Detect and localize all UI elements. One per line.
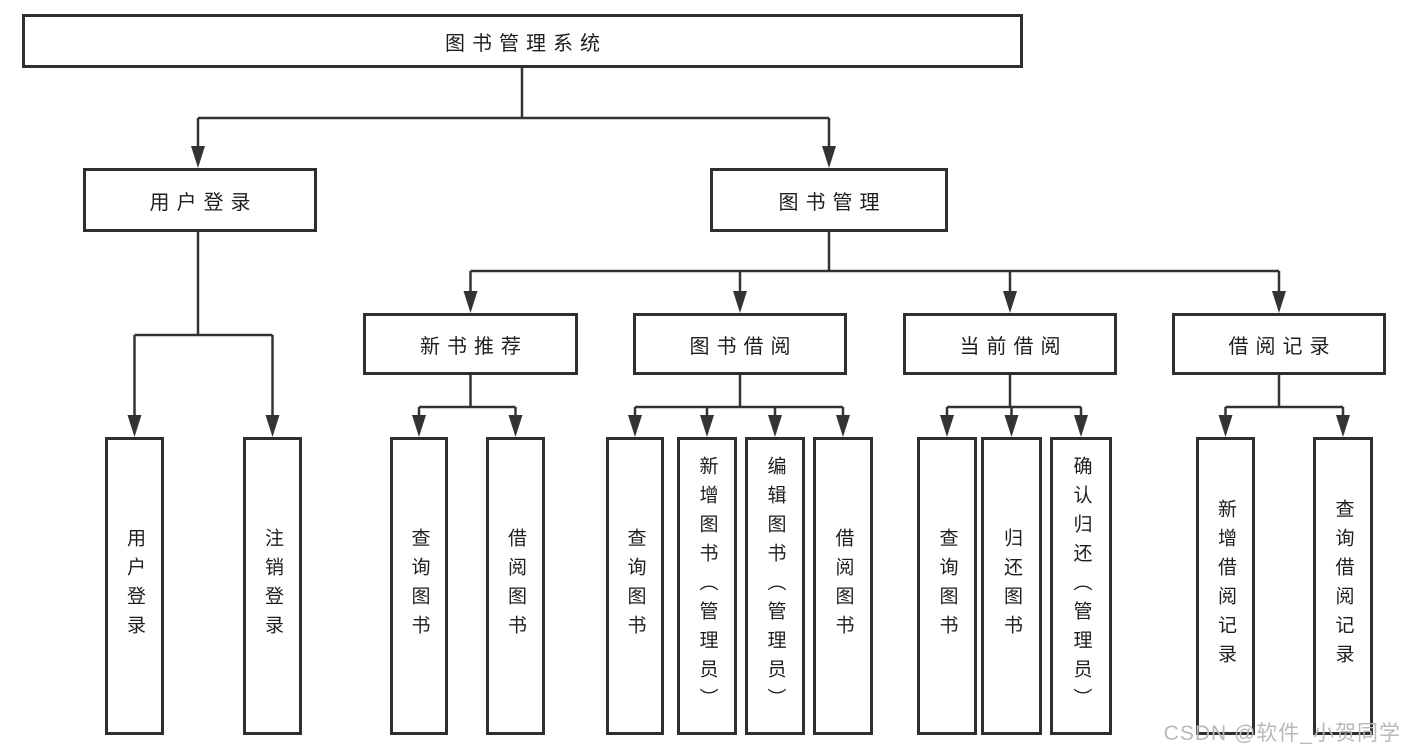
leaf-label: 查询图书 — [936, 528, 958, 644]
arrow-down-icon — [508, 415, 523, 437]
leaf-query-books-1: 查询图书 — [390, 437, 448, 735]
arrow-down-icon — [1218, 415, 1233, 437]
arrow-down-icon — [700, 415, 714, 437]
leaf-label: 用户登录 — [124, 528, 145, 644]
leaf-label: 查询借阅记录 — [1332, 499, 1354, 673]
leaf-label: 借阅图书 — [832, 528, 854, 644]
leaf-label: 借阅图书 — [505, 528, 526, 644]
leaf-add-books-admin: 新增图书（管理员） — [677, 437, 737, 735]
arrow-down-icon — [628, 415, 642, 437]
node-borrow-records: 借阅记录 — [1172, 313, 1386, 375]
leaf-label: 注销登录 — [262, 528, 283, 644]
leaf-label: 新增借阅记录 — [1215, 499, 1236, 673]
leaf-query-books-3: 查询图书 — [917, 437, 977, 735]
arrow-down-icon — [940, 415, 954, 437]
node-user-login: 用户登录 — [83, 168, 317, 232]
arrow-down-icon — [822, 146, 836, 168]
node-book-borrow: 图书借阅 — [633, 313, 847, 375]
csdn-watermark: CSDN @软件_小贺同学 — [1163, 722, 1401, 745]
leaf-confirm-return-admin: 确认归还（管理员） — [1050, 437, 1112, 735]
leaf-logout: 注销登录 — [243, 437, 302, 735]
leaf-borrow-books-2: 借阅图书 — [813, 437, 873, 735]
arrow-down-icon — [463, 291, 478, 313]
leaf-label: 编辑图书（管理员） — [764, 455, 786, 717]
node-new-book-recommend: 新书推荐 — [363, 313, 578, 375]
arrow-down-icon — [1336, 415, 1350, 437]
arrow-down-icon — [836, 415, 850, 437]
leaf-add-borrow-record: 新增借阅记录 — [1196, 437, 1255, 735]
arrow-down-icon — [127, 415, 142, 437]
leaf-label: 归还图书 — [1001, 528, 1022, 644]
arrow-down-icon — [412, 415, 426, 437]
arrow-down-icon — [265, 415, 280, 437]
leaf-label: 确认归还（管理员） — [1070, 455, 1092, 717]
arrow-down-icon — [1003, 291, 1017, 313]
arrow-down-icon — [191, 146, 205, 168]
leaf-label: 新增图书（管理员） — [696, 455, 718, 717]
leaf-user-login: 用户登录 — [105, 437, 164, 735]
leaf-borrow-books-1: 借阅图书 — [486, 437, 545, 735]
leaf-edit-books-admin: 编辑图书（管理员） — [745, 437, 805, 735]
node-root: 图书管理系统 — [22, 14, 1023, 68]
leaf-label: 查询图书 — [624, 528, 646, 644]
leaf-return-books: 归还图书 — [981, 437, 1042, 735]
arrow-down-icon — [768, 415, 782, 437]
node-book-management: 图书管理 — [710, 168, 948, 232]
leaf-label: 查询图书 — [408, 528, 430, 644]
arrow-down-icon — [1074, 415, 1088, 437]
arrow-down-icon — [1004, 415, 1019, 437]
arrow-down-icon — [733, 291, 747, 313]
leaf-query-borrow-record: 查询借阅记录 — [1313, 437, 1373, 735]
arrow-down-icon — [1272, 291, 1286, 313]
node-current-borrow: 当前借阅 — [903, 313, 1117, 375]
leaf-query-books-2: 查询图书 — [606, 437, 664, 735]
